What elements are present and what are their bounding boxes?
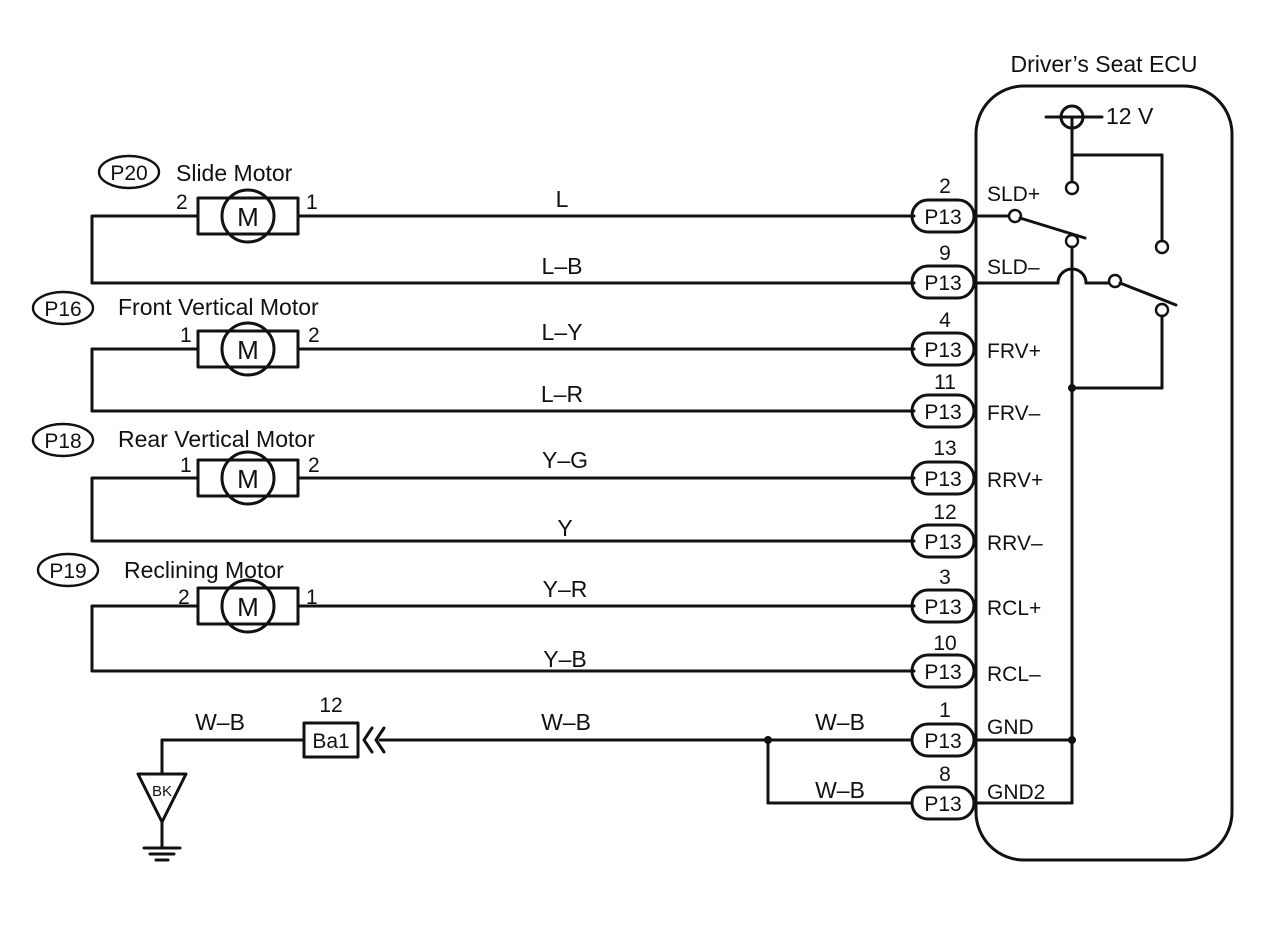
- pin-number: 13: [933, 437, 956, 460]
- motor-pin: 2: [308, 454, 320, 477]
- pin-number: 11: [934, 371, 956, 394]
- motor-loop-wires: [90, 214, 916, 673]
- pin-number: 8: [939, 763, 951, 786]
- motor-code-p16: P16: [44, 298, 81, 321]
- connector-label: P13: [924, 339, 961, 362]
- pin-number: 4: [939, 309, 951, 332]
- signal-name: RCL+: [987, 597, 1041, 620]
- wire-label: Y–R: [543, 576, 588, 602]
- motor-reclining: M: [196, 578, 300, 634]
- motor-pin: 1: [180, 324, 192, 347]
- signal-name: FRV+: [987, 340, 1041, 363]
- pin-number: 3: [939, 566, 951, 589]
- connector-label: P13: [924, 793, 961, 816]
- motor-pin: 1: [180, 454, 192, 477]
- wire-label: W–B: [541, 709, 591, 735]
- svg-text:M: M: [237, 335, 259, 365]
- signal-name: GND2: [987, 781, 1045, 804]
- signal-name: RRV–: [987, 532, 1043, 555]
- pin-number: 10: [933, 632, 956, 655]
- junction-pin: 12: [319, 694, 342, 717]
- motor-code-p19: P19: [49, 560, 86, 583]
- motor-pin: 1: [306, 191, 318, 214]
- junction-label: Ba1: [312, 730, 349, 753]
- motor-name-slide: Slide Motor: [176, 160, 293, 186]
- wire-label: Y–B: [543, 646, 586, 672]
- connector-pills: [910, 198, 976, 821]
- wire-label: L: [556, 186, 569, 212]
- connector-label: P13: [924, 531, 961, 554]
- motor-pin: 2: [308, 324, 320, 347]
- pin-number: 2: [939, 175, 951, 198]
- signal-name: FRV–: [987, 402, 1041, 425]
- svg-text:M: M: [237, 464, 259, 494]
- svg-text:M: M: [237, 202, 259, 232]
- signal-name: RCL–: [987, 663, 1041, 686]
- motor-code-badges: [31, 154, 161, 588]
- connector-label: P13: [924, 272, 961, 295]
- ecu-box: [974, 84, 1234, 862]
- signal-name: SLD–: [987, 256, 1040, 279]
- pin-number: 9: [939, 242, 951, 265]
- supply-voltage-label: 12 V: [1106, 103, 1154, 129]
- signal-name: GND: [987, 716, 1034, 739]
- motor-pin: 2: [176, 191, 188, 214]
- wire-label: L–B: [542, 253, 583, 279]
- connector-label: P13: [924, 468, 961, 491]
- motor-name-reclining: Reclining Motor: [124, 557, 284, 583]
- power-supply-symbol: [1044, 104, 1104, 157]
- signal-name: SLD+: [987, 183, 1040, 206]
- motor-pin: 2: [178, 586, 190, 609]
- wire-label: W–B: [195, 709, 245, 735]
- internal-switch-network: [974, 153, 1178, 805]
- wire-label: W–B: [815, 777, 865, 803]
- pin-number: 12: [933, 501, 956, 524]
- ground-wiring: [136, 721, 1074, 862]
- svg-text:M: M: [237, 592, 259, 622]
- connector-label: P13: [924, 206, 961, 229]
- wire-label: W–B: [815, 709, 865, 735]
- motor-name-front-vertical: Front Vertical Motor: [118, 294, 319, 320]
- motor-front-vertical: M: [196, 321, 300, 377]
- connector-label: P13: [924, 730, 961, 753]
- motor-code-p20: P20: [110, 162, 147, 185]
- wire-label: L–Y: [542, 319, 583, 345]
- motor-slide: M: [196, 188, 300, 244]
- motor-rear-vertical: M: [196, 450, 300, 506]
- connector-label: P13: [924, 401, 961, 424]
- ecu-title: Driver’s Seat ECU: [1010, 51, 1197, 77]
- motor-pin: 1: [306, 586, 318, 609]
- wire-label: L–R: [541, 381, 583, 407]
- pin-number: 1: [939, 699, 951, 722]
- connector-label: P13: [924, 661, 961, 684]
- wire-label: Y: [557, 515, 572, 541]
- wire-label: Y–G: [542, 447, 588, 473]
- connector-label: P13: [924, 596, 961, 619]
- signal-name: RRV+: [987, 469, 1043, 492]
- ground-point-label: BK: [152, 783, 172, 800]
- motor-name-rear-vertical: Rear Vertical Motor: [118, 426, 315, 452]
- motor-code-p18: P18: [44, 430, 81, 453]
